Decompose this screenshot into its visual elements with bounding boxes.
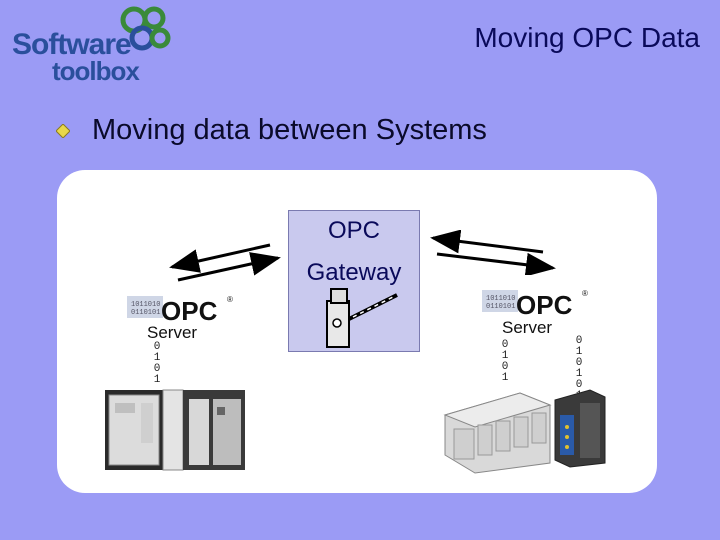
svg-text:1011010: 1011010 — [131, 301, 160, 309]
logo-knot-icon — [120, 6, 171, 51]
toll-gate-icon — [326, 288, 398, 348]
right-data-bits-a: 0 1 0 1 — [501, 339, 509, 384]
modular-plc-icon — [443, 389, 606, 474]
left-server-label: Server — [147, 323, 198, 342]
controllogix-plc-icon — [105, 389, 245, 471]
svg-text:1011010: 1011010 — [486, 295, 515, 303]
right-server-label: Server — [502, 318, 553, 337]
left-opc-logo: 1011010 0110101 OPC ® — [125, 292, 235, 326]
slide-title: Moving OPC Data — [474, 22, 700, 53]
software-toolbox-logo: Software toolbox — [8, 6, 178, 92]
svg-text:®: ® — [227, 295, 233, 304]
opc-logo-icon: 1011010 0110101 OPC ® — [127, 295, 233, 326]
right-opc-logo: 1011010 0110101 OPC ® — [480, 286, 590, 320]
svg-text:®: ® — [582, 289, 588, 298]
svg-text:0110101: 0110101 — [131, 309, 160, 317]
slide-heading: Moving data between Systems — [92, 114, 487, 146]
logo-word-software: Software — [12, 28, 132, 61]
right-double-arrow-icon — [430, 230, 556, 275]
opc-brand-text: OPC — [516, 290, 573, 320]
svg-text:0110101: 0110101 — [486, 303, 515, 311]
gateway-line1: OPC — [327, 217, 380, 244]
logo-word-toolbox: toolbox — [52, 56, 140, 86]
opc-brand-text: OPC — [161, 296, 218, 326]
opc-gateway-box: OPC Gateway — [288, 210, 420, 352]
opc-logo-icon: 1011010 0110101 OPC ® — [482, 289, 588, 320]
left-double-arrow-icon — [169, 243, 281, 282]
diamond-bullet-icon — [56, 124, 70, 138]
gateway-line2: Gateway — [306, 259, 402, 286]
left-data-bits: 0 1 0 1 — [153, 341, 161, 386]
